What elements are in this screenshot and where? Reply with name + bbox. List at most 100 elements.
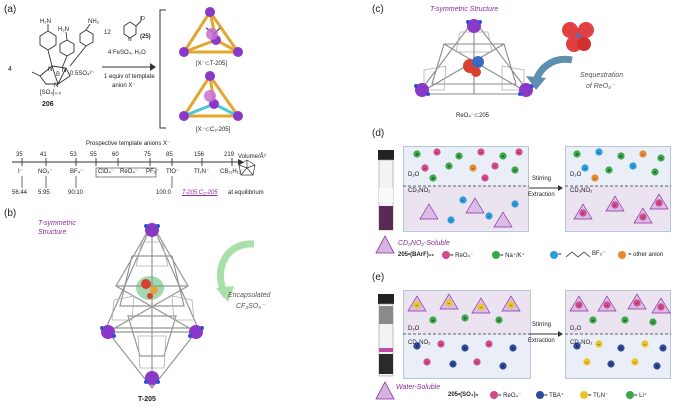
ratio-NO3: 5:95: [38, 190, 50, 196]
e-before-org-2-sign: +: [464, 346, 467, 352]
ratio-BF4: 90:10: [68, 190, 84, 196]
d-before-ion-9-sign: −: [494, 164, 497, 170]
e-before-org-6: [449, 360, 457, 368]
e-before-org-7-sign: −: [476, 360, 479, 366]
d-before-borate-3: [447, 216, 455, 224]
anion-BF4: BF₄⁻: [70, 169, 84, 175]
d-after-ion-8: [651, 168, 659, 176]
d-before-borate-1: [485, 212, 493, 220]
legend-e-tf2n: = Tf₂N⁻: [588, 393, 609, 399]
panel-b-annotation-1: Encapsulated: [228, 292, 271, 299]
svg-text:N: N: [128, 37, 132, 43]
vol-85: 85: [166, 152, 173, 158]
panel-b-title-1: T-symmetric: [38, 220, 76, 227]
e-before-li-2-sign: +: [498, 318, 501, 324]
counter-ion: 0.5SO₄²⁻: [70, 71, 95, 77]
e-after-org-1-sign: −: [598, 342, 601, 348]
d-after-ion-5: [581, 164, 589, 172]
e-before-org-5: [423, 358, 431, 366]
panel-c-annotation-2: of ReO₄⁻: [586, 83, 615, 90]
anion-I: I⁻: [18, 169, 23, 175]
svg-text:N: N: [62, 68, 66, 74]
e-after-cage-0-guest-sign: −: [578, 303, 581, 309]
d-after-ion-1: [595, 148, 603, 156]
scale-title: Prospective template anions X⁻: [86, 141, 171, 147]
anion-TfO: TfO⁻: [166, 169, 180, 175]
d-before-ion-4-sign: +: [502, 154, 505, 160]
d-after-ion-1-sign: −: [598, 150, 601, 156]
e-after-org-8-sign: +: [656, 364, 659, 370]
e-before-cage-2-guest-sign: −: [480, 305, 483, 311]
compound-206-label: 206: [42, 101, 54, 108]
e-after-cage-0-guest: [575, 301, 583, 309]
e-before-cage-0-guest-sign: −: [416, 303, 419, 309]
d-before-cage-0: [419, 203, 439, 220]
panel-c-label: (c): [372, 4, 384, 15]
e-after-cage-1-guest: [603, 301, 611, 309]
d-after-ion-3: [639, 150, 647, 158]
e-after-org-3-sign: −: [644, 342, 647, 348]
reaction-arrow: [102, 63, 156, 71]
d-after-ion-4-sign: +: [660, 156, 663, 162]
e-after-org-0: [573, 342, 581, 350]
e-arrow-bottom: Extraction: [528, 338, 555, 344]
d-before-ion-7: [445, 162, 453, 170]
e-before-org-0-sign: +: [416, 344, 419, 350]
e-after-li-0-sign: +: [592, 318, 595, 324]
anion-NO3: NO₃⁻: [38, 169, 53, 175]
anion-PF6: PF₆⁻: [146, 169, 160, 175]
d-before-ion-0: [413, 150, 421, 158]
e-before-li-1-sign: +: [464, 316, 467, 322]
e-before-cage-3-guest-sign: −: [510, 303, 513, 309]
d-before-borate-2-sign: −: [514, 202, 517, 208]
d-before-ion-12: [481, 174, 489, 182]
legend-d-bf3: BF₃⁻: [592, 251, 606, 257]
perrhenate-model: [562, 22, 594, 52]
d-before-ion-4: [499, 152, 507, 160]
panel-b-label: (b): [4, 208, 17, 219]
legend-e-reo4: = ReO₄⁻: [498, 393, 522, 399]
panel-b-caption: T-205: [138, 396, 156, 403]
e-before-org-8: [499, 362, 507, 370]
e-after-org-6: [607, 360, 615, 368]
svg-text:H₂N: H₂N: [40, 19, 51, 25]
e-after-li-0: [589, 316, 597, 324]
d-before-ion-11-sign: +: [432, 176, 435, 182]
e-before-cage-1-guest: [445, 299, 453, 307]
d-after-cage-1-guest-sign: −: [614, 203, 617, 209]
vial-e: [378, 294, 394, 377]
d-after-ion-6: [605, 166, 613, 174]
anion-Tf2N: Tf₂N⁻: [194, 169, 210, 175]
anion-ReO4: ReO₄⁻: [120, 169, 138, 175]
e-cage-formula: 205•(SO₄)₆: [448, 392, 479, 398]
d-before-ion-5: [515, 148, 523, 156]
d-before-ion-12-sign: −: [484, 176, 487, 182]
e-top-solvent-before: D₂O: [408, 326, 420, 332]
vol-219: 219: [224, 152, 235, 158]
aldehyde-count: 12: [104, 30, 111, 36]
d-before-ion-0-sign: +: [416, 152, 419, 158]
product-C3-label: [X⁻⊂C₃-205]: [196, 127, 231, 133]
legend-e-tba: = TBA⁺: [544, 393, 564, 399]
e-after-org-0-sign: +: [576, 344, 579, 350]
d-after-ion-9: [591, 174, 599, 182]
e-after-org-5: [583, 358, 591, 366]
aldehyde-number: (25): [140, 34, 151, 40]
d-top-solvent-after: D₂O: [570, 172, 582, 178]
equilibrium-suffix: at equilibrium: [228, 190, 264, 196]
organic-phase-e-before: [403, 334, 531, 379]
d-after-ion-0-sign: +: [576, 152, 579, 158]
e-solubility: Water-Soluble: [396, 384, 441, 391]
e-arrow-top: Stirring: [532, 322, 552, 328]
e-after-org-2-sign: +: [620, 346, 623, 352]
organic-phase-e-after: [565, 334, 671, 379]
d-after-cage-1-guest: [611, 201, 619, 209]
d-after-ion-7: [629, 162, 637, 170]
d-before-cage-1: [465, 197, 485, 214]
d-after-ion-2: [617, 152, 625, 160]
d-before-ion-10: [511, 166, 519, 174]
e-after-org-6-sign: +: [610, 362, 613, 368]
legend-d-eq: =: [558, 252, 562, 258]
e-after-li-1: [621, 316, 629, 324]
e-before-li-2: [495, 316, 503, 324]
